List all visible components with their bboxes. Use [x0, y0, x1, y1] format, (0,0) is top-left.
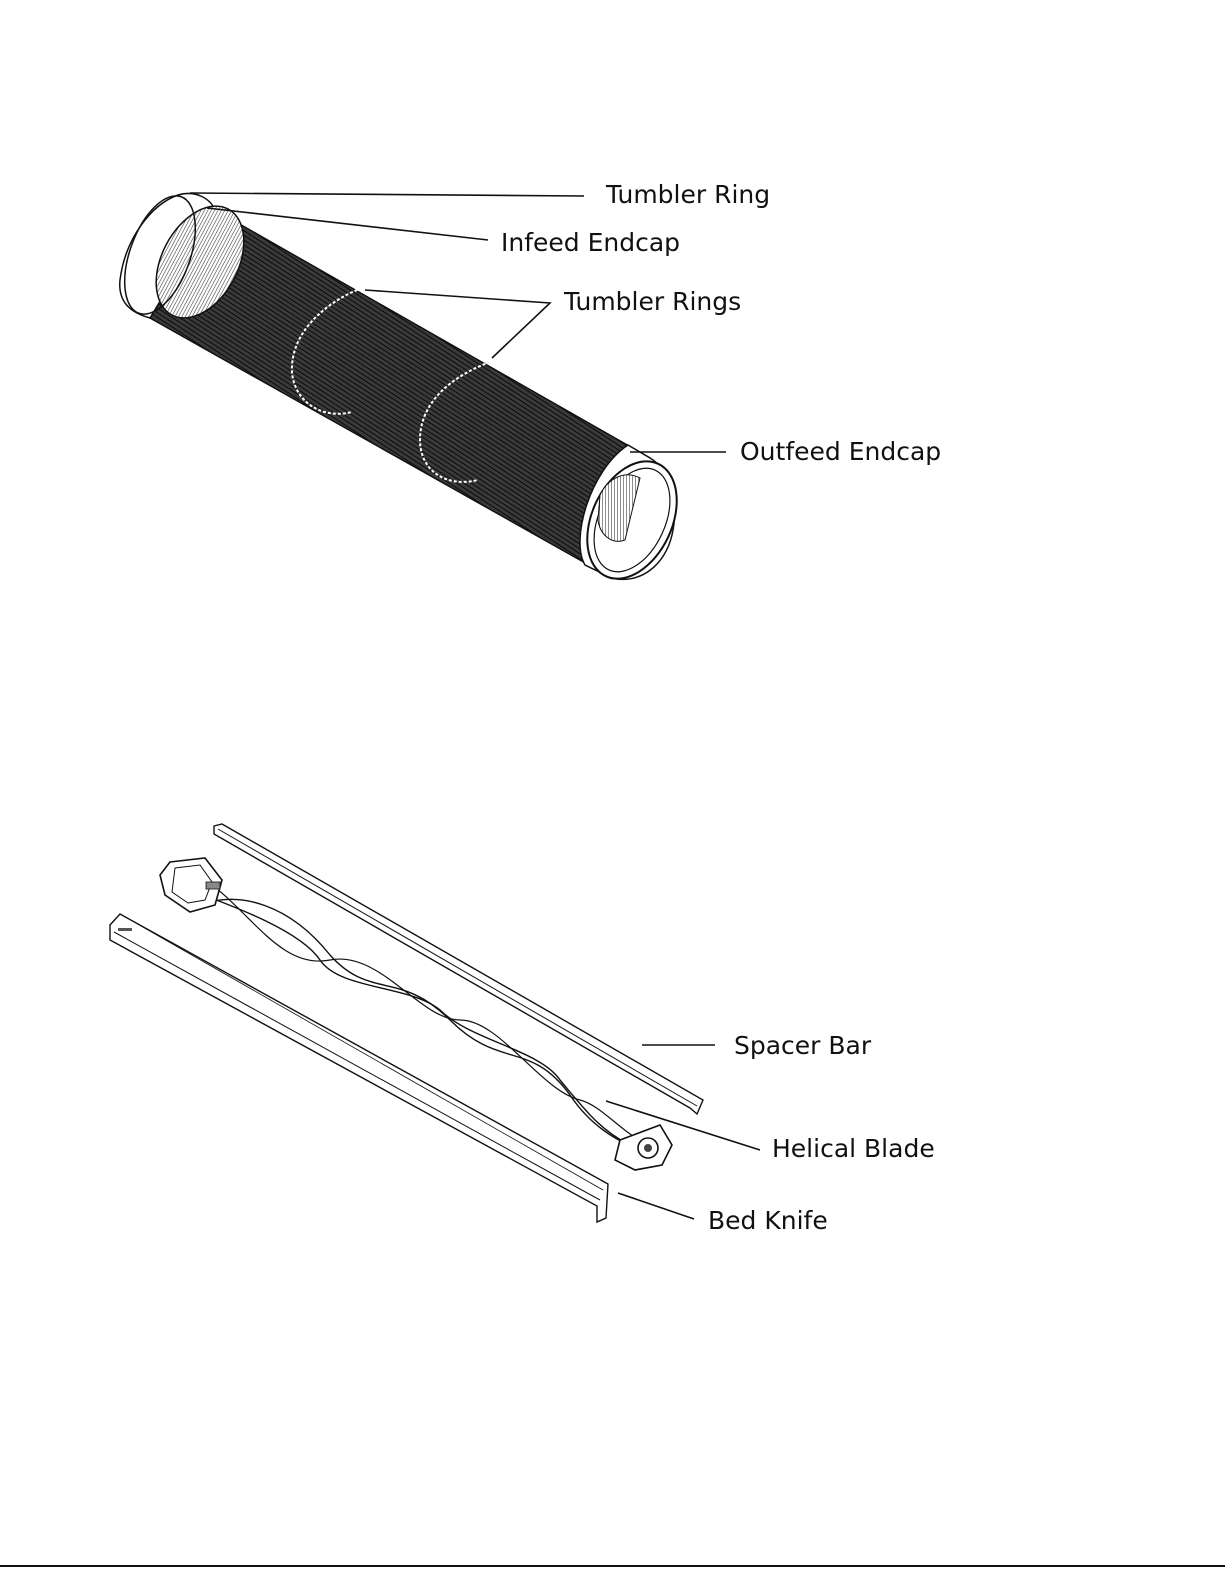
leader-bed-knife: [618, 1193, 694, 1219]
blade-hub-left: [160, 858, 222, 912]
blade-hub-right: [615, 1125, 672, 1170]
bed-knife-mark: [118, 928, 132, 931]
helical-blade: [160, 858, 672, 1170]
cutter-diagram: Spacer Bar Helical Blade Bed Knife: [110, 824, 935, 1235]
label-infeed-endcap: Infeed Endcap: [501, 228, 680, 257]
label-spacer-bar: Spacer Bar: [734, 1031, 872, 1060]
label-tumbler-ring: Tumbler Ring: [605, 180, 770, 209]
drum-diagram: Tumbler Ring Infeed Endcap Tumbler Rings…: [111, 180, 942, 593]
spacer-bar: [214, 824, 703, 1114]
label-outfeed-endcap: Outfeed Endcap: [740, 437, 941, 466]
label-tumbler-rings: Tumbler Rings: [563, 287, 741, 316]
leader-tumbler-ring: [190, 193, 584, 196]
label-bed-knife: Bed Knife: [708, 1206, 828, 1235]
label-helical-blade: Helical Blade: [772, 1134, 935, 1163]
